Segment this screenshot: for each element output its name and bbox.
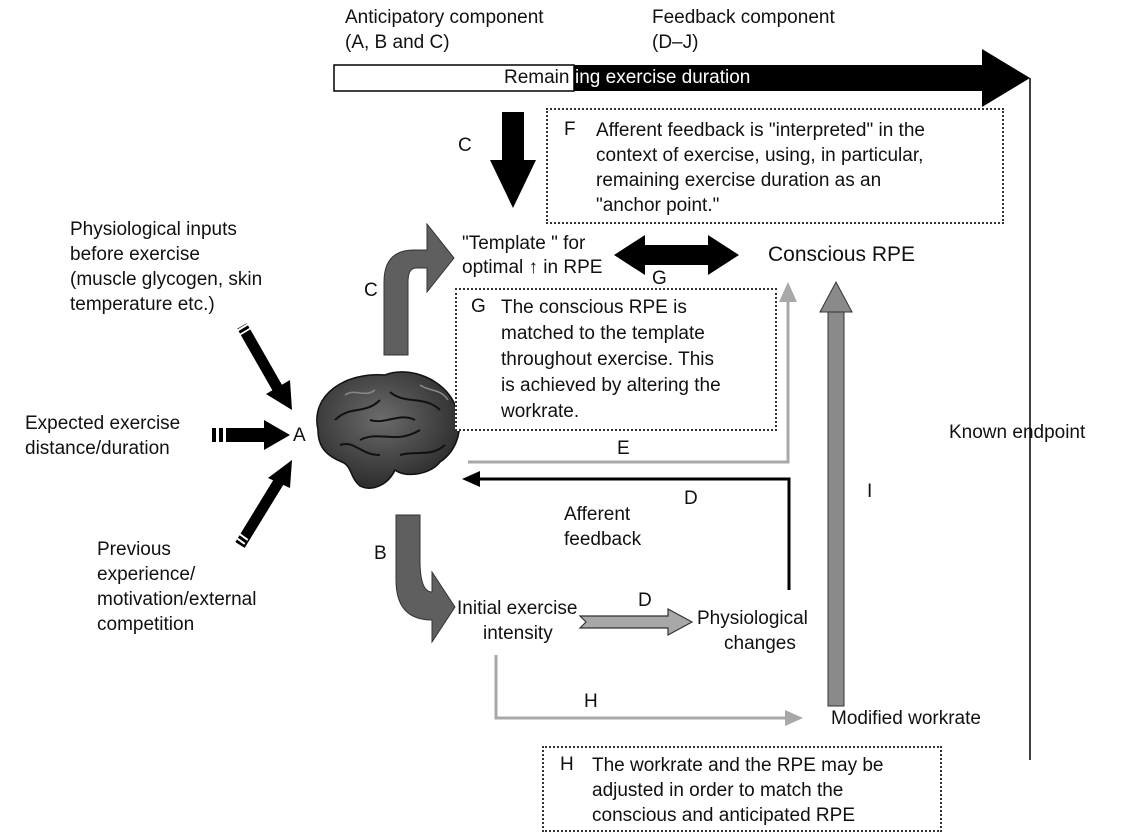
arrow-d-mid (578, 607, 694, 637)
label-c-left: C (364, 280, 378, 301)
note-box-f-line3: remaining exercise duration as an (596, 170, 882, 191)
arrow-h (494, 655, 803, 726)
physiological-changes-line1: Physiological (697, 608, 808, 629)
modified-workrate: Modified workrate (831, 708, 981, 729)
note-box-f-line2: context of exercise, using, in particula… (596, 145, 924, 166)
conscious-rpe: Conscious RPE (768, 243, 916, 266)
known-endpoint: Known endpoint (949, 422, 1086, 443)
arrow-previous-to-a (230, 460, 292, 549)
feedback-title: Feedback component (652, 7, 835, 28)
feedback-subtitle: (D–J) (652, 32, 699, 53)
label-c-top: C (458, 135, 472, 156)
initial-intensity-line1: Initial exercise (457, 598, 578, 619)
afferent-feedback-line2: feedback (564, 529, 642, 550)
arrow-expected-to-a (212, 420, 290, 450)
duration-bar-label-part1: Remain (504, 67, 570, 88)
physiological-inputs-line1: Physiological inputs (70, 219, 237, 240)
note-box-f-letter: F (564, 119, 576, 140)
note-box-h-line2: adjusted in order to match the (592, 780, 844, 801)
note-box-g-line3: throughout exercise. This (501, 349, 714, 370)
note-box-h-letter: H (560, 754, 574, 775)
arrow-physiological-to-a (234, 318, 292, 410)
previous-experience-line3: motivation/external (97, 589, 257, 610)
template-line2: optimal ↑ in RPE (462, 257, 603, 278)
arrow-b-curved (395, 514, 456, 644)
note-box-f-line1: Afferent feedback is "interpreted" in th… (596, 120, 925, 141)
afferent-feedback-line1: Afferent (564, 504, 631, 525)
physiological-inputs-line3: (muscle glycogen, skin (70, 269, 263, 290)
label-g-arrow: G (652, 268, 667, 289)
physiological-inputs-line2: before exercise (70, 244, 200, 265)
note-box-h-line3: conscious and anticipated RPE (592, 805, 855, 826)
note-box-g-letter: G (471, 296, 486, 317)
brain-illustration (316, 371, 461, 489)
note-box-g-line2: matched to the template (501, 323, 705, 344)
duration-bar (333, 49, 1030, 107)
note-box-g-line5: workrate. (501, 401, 580, 422)
label-b: B (374, 543, 387, 564)
arrow-g-double (614, 235, 739, 275)
initial-intensity-line2: intensity (483, 623, 553, 644)
label-e: E (617, 438, 630, 459)
duration-bar-label-part2: ing exercise duration (575, 67, 751, 88)
arrow-d-afferent (462, 471, 791, 590)
previous-experience-line2: experience/ (97, 564, 196, 585)
note-box-g-line4: is achieved by altering the (501, 375, 721, 396)
expected-exercise-line2: distance/duration (25, 438, 170, 459)
expected-exercise-line1: Expected exercise (25, 413, 181, 434)
label-d-feedback: D (684, 488, 698, 509)
anticipatory-title: Anticipatory component (345, 7, 544, 28)
label-i: I (867, 481, 873, 502)
previous-experience-line1: Previous (97, 539, 171, 560)
arrow-e (468, 282, 797, 464)
note-box-f: F Afferent feedback is "interpreted" in … (546, 108, 1004, 224)
physiological-inputs-line4: temperature etc.) (70, 294, 215, 315)
note-box-g-line1: The conscious RPE is (501, 297, 687, 318)
label-d-mid: D (638, 590, 652, 611)
note-box-g: G The conscious RPE is matched to the te… (455, 288, 777, 431)
note-box-h: H The workrate and the RPE may be adjust… (542, 746, 942, 832)
previous-experience-line4: competition (97, 614, 195, 635)
arrow-c-curved (383, 222, 455, 356)
label-h: H (584, 691, 598, 712)
template-line1: "Template " for (462, 233, 586, 254)
arrow-i (819, 280, 853, 707)
note-box-h-line1: The workrate and the RPE may be (592, 755, 884, 776)
physiological-changes-line2: changes (724, 633, 796, 654)
anticipatory-subtitle: (A, B and C) (345, 32, 450, 53)
label-a: A (293, 425, 306, 446)
arrow-c-down (490, 112, 536, 208)
note-box-f-line4: "anchor point." (596, 195, 720, 216)
